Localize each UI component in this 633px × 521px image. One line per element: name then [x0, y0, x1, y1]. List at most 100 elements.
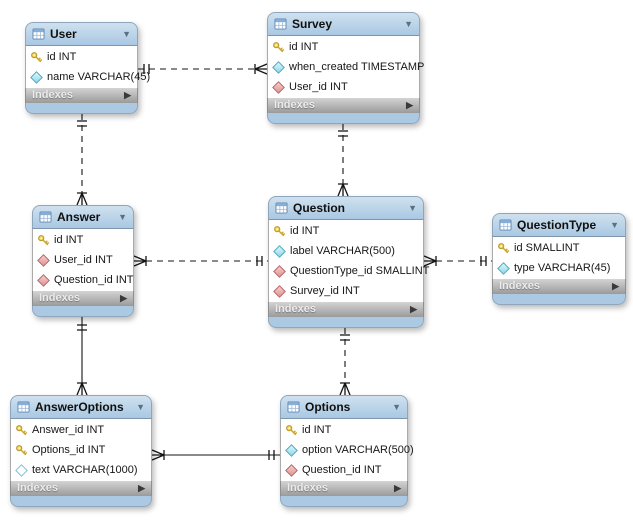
table-icon [39, 211, 52, 224]
indexes-label: Indexes [499, 280, 540, 292]
table-header[interactable]: QuestionType ▼ [492, 213, 626, 237]
column-list: id SMALLINT type VARCHAR(45) [492, 237, 626, 279]
table-name: Answer [57, 210, 101, 224]
indexes-bar[interactable]: Indexes ▶ [267, 98, 420, 113]
table-icon [32, 28, 45, 41]
primary-key-icon [272, 41, 285, 54]
column-row[interactable]: QuestionType_id SMALLINT [269, 261, 429, 281]
column-list: id INT when_created TIMESTAMP User_id IN… [267, 36, 424, 98]
column-row[interactable]: id INT [26, 47, 137, 67]
column-row[interactable]: Survey_id INT [269, 281, 423, 301]
table-bottom-strip [10, 496, 152, 507]
foreign-key-icon [285, 463, 298, 477]
column-row[interactable]: type VARCHAR(45) [493, 258, 625, 278]
table-icon [275, 202, 288, 215]
table-questiontype[interactable]: QuestionType ▼ id SMALLINT type VARCHAR(… [492, 213, 626, 305]
column-row[interactable]: option VARCHAR(500) [281, 440, 414, 460]
column-list: id INT label VARCHAR(500) QuestionType_i… [268, 220, 429, 302]
column-row[interactable]: Question_id INT [281, 460, 407, 480]
indexes-label: Indexes [274, 99, 315, 111]
collapse-arrow-icon[interactable]: ▼ [122, 28, 131, 39]
column-row[interactable]: Options_id INT [11, 440, 151, 460]
table-header[interactable]: Options ▼ [280, 395, 408, 419]
table-name: Question [293, 201, 346, 215]
table-survey[interactable]: Survey ▼ id INT when_created TIMESTAMP U… [267, 12, 424, 124]
column-row[interactable]: Question_id INT [33, 270, 133, 290]
indexes-bar[interactable]: Indexes ▶ [280, 481, 408, 496]
column-row[interactable]: User_id INT [268, 77, 419, 97]
table-bottom-strip [25, 103, 138, 114]
indexes-bar[interactable]: Indexes ▶ [492, 279, 626, 294]
column-row[interactable]: id INT [268, 37, 419, 57]
column-row[interactable]: name VARCHAR(45) [26, 67, 150, 87]
table-header[interactable]: Question ▼ [268, 196, 424, 220]
collapse-arrow-icon[interactable]: ▼ [136, 401, 145, 412]
table-header[interactable]: User ▼ [25, 22, 138, 46]
table-answer[interactable]: Answer ▼ id INT User_id INT Question_id … [32, 205, 134, 317]
primary-key-icon [30, 51, 43, 64]
column-label: text VARCHAR(1000) [32, 464, 138, 476]
relationship-options-answeroptions[interactable] [151, 449, 280, 461]
table-name: Options [305, 400, 351, 414]
column-row[interactable]: Answer_id INT [11, 420, 151, 440]
column-row[interactable]: User_id INT [33, 250, 133, 270]
column-row[interactable]: id INT [33, 230, 133, 250]
indexes-label: Indexes [17, 482, 58, 494]
indexes-bar[interactable]: Indexes ▶ [32, 291, 134, 306]
table-name: Survey [292, 17, 333, 31]
relationship-user-answer[interactable] [76, 114, 88, 206]
relationship-question-options[interactable] [339, 328, 351, 396]
expand-arrow-icon[interactable]: ▶ [612, 281, 619, 291]
table-options[interactable]: Options ▼ id INT option VARCHAR(500) Que… [280, 395, 414, 507]
notnull-attribute-icon [30, 70, 43, 84]
table-header[interactable]: AnswerOptions ▼ [10, 395, 152, 419]
collapse-arrow-icon[interactable]: ▼ [118, 211, 127, 222]
relationship-question-answer[interactable] [133, 255, 268, 267]
expand-arrow-icon[interactable]: ▶ [124, 90, 131, 100]
relationship-survey-question[interactable] [337, 124, 349, 197]
table-question[interactable]: Question ▼ id INT label VARCHAR(500) Que… [268, 196, 429, 328]
indexes-bar[interactable]: Indexes ▶ [268, 302, 424, 317]
expand-arrow-icon[interactable]: ▶ [406, 100, 413, 110]
collapse-arrow-icon[interactable]: ▼ [404, 18, 413, 29]
column-row[interactable]: when_created TIMESTAMP [268, 57, 424, 77]
table-bottom-strip [280, 496, 408, 507]
indexes-label: Indexes [32, 89, 73, 101]
column-row[interactable]: id INT [269, 221, 423, 241]
table-bottom-strip [267, 113, 420, 124]
column-list: Answer_id INT Options_id INT text VARCHA… [10, 419, 152, 481]
table-icon [499, 219, 512, 232]
nullable-attribute-icon [15, 463, 28, 477]
table-user[interactable]: User ▼ id INT name VARCHAR(45) Indexes ▶ [25, 22, 150, 114]
table-header[interactable]: Answer ▼ [32, 205, 134, 229]
column-label: Survey_id INT [290, 285, 360, 297]
table-name: User [50, 27, 77, 41]
collapse-arrow-icon[interactable]: ▼ [610, 219, 619, 230]
table-name: AnswerOptions [35, 400, 124, 414]
indexes-bar[interactable]: Indexes ▶ [25, 88, 138, 103]
foreign-key-icon [37, 273, 50, 287]
relationship-user-survey[interactable] [138, 63, 268, 75]
column-row[interactable]: id INT [281, 420, 407, 440]
relationship-answer-answeroptions[interactable] [76, 317, 88, 396]
column-label: Question_id INT [302, 464, 382, 476]
expand-arrow-icon[interactable]: ▶ [410, 304, 417, 314]
column-label: User_id INT [54, 254, 113, 266]
notnull-attribute-icon [272, 60, 285, 74]
column-row[interactable]: text VARCHAR(1000) [11, 460, 151, 480]
collapse-arrow-icon[interactable]: ▼ [408, 202, 417, 213]
table-answeroptions[interactable]: AnswerOptions ▼ Answer_id INT Options_id… [10, 395, 152, 507]
column-row[interactable]: id SMALLINT [493, 238, 625, 258]
column-label: id SMALLINT [514, 242, 580, 254]
relationship-questiontype-question[interactable] [423, 255, 492, 267]
indexes-label: Indexes [39, 292, 80, 304]
expand-arrow-icon[interactable]: ▶ [120, 293, 127, 303]
table-header[interactable]: Survey ▼ [267, 12, 420, 36]
indexes-bar[interactable]: Indexes ▶ [10, 481, 152, 496]
column-row[interactable]: label VARCHAR(500) [269, 241, 423, 261]
collapse-arrow-icon[interactable]: ▼ [392, 401, 401, 412]
expand-arrow-icon[interactable]: ▶ [394, 483, 401, 493]
column-label: Answer_id INT [32, 424, 105, 436]
expand-arrow-icon[interactable]: ▶ [138, 483, 145, 493]
primary-key-icon [285, 424, 298, 437]
